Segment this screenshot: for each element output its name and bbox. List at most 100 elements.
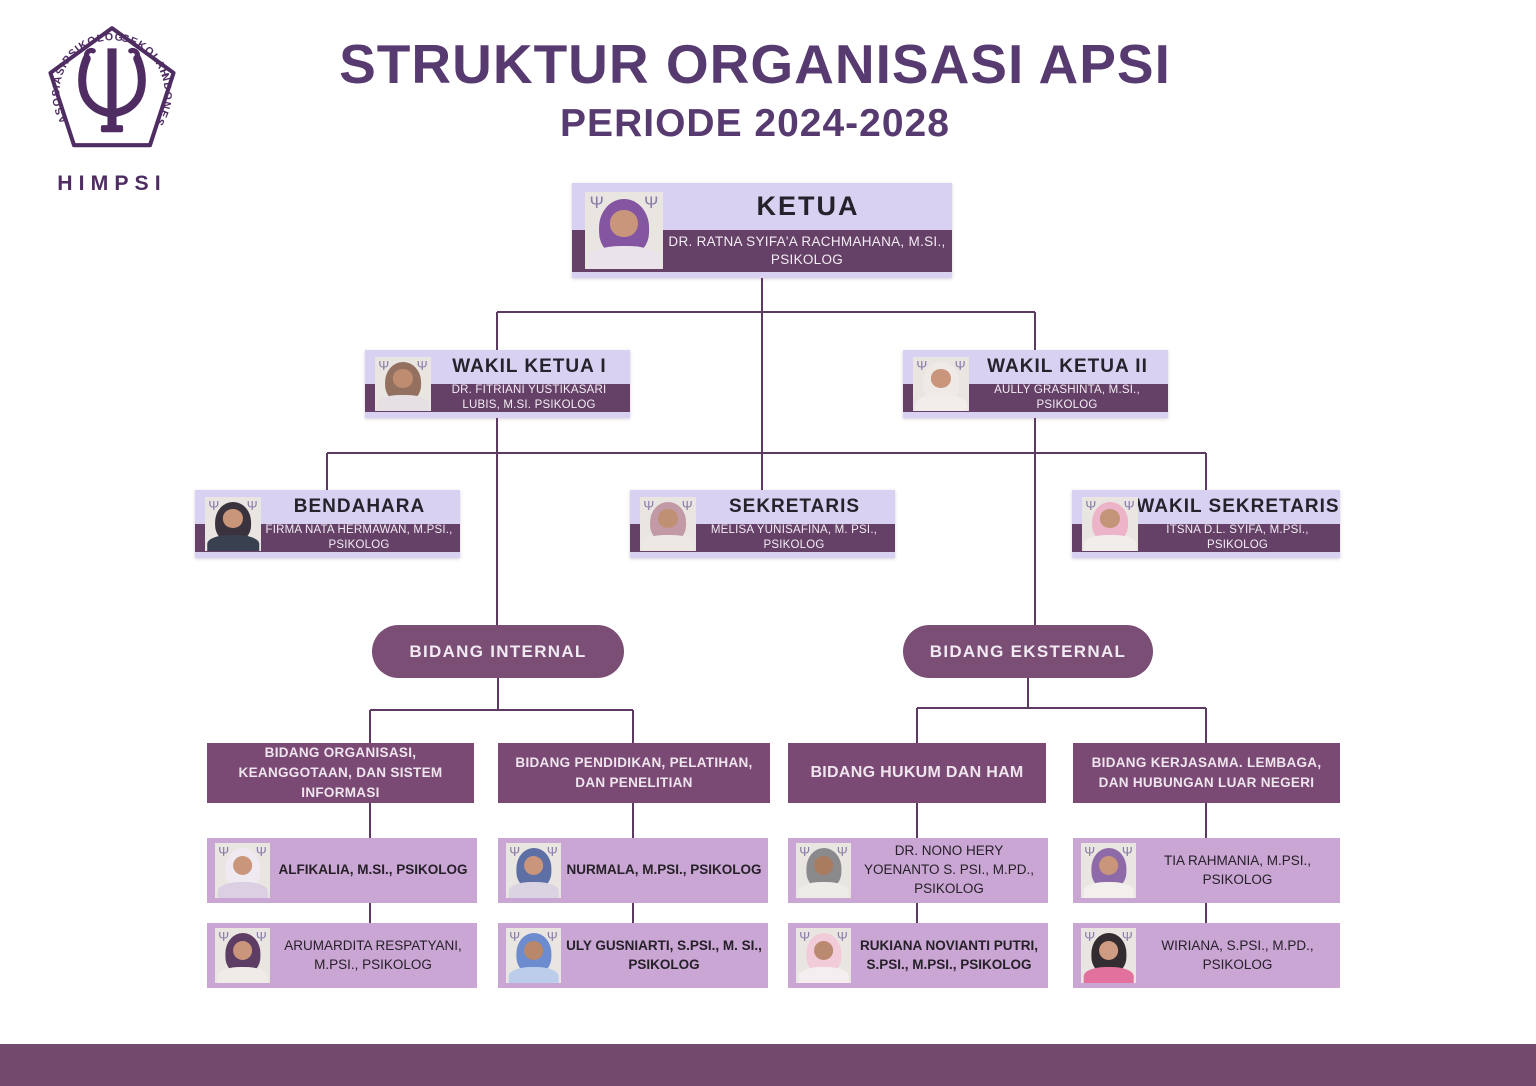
member-photo: Ψ Ψ xyxy=(796,843,851,898)
avatar-body xyxy=(508,966,559,983)
member-name: RUKIANA NOVIANTI PUTRI, S.PSI., M.PSI., … xyxy=(860,937,1038,972)
card-sekretaris: Ψ Ψ SEKRETARIS MELISA YUNISAFINA, M. PSI… xyxy=(630,490,895,558)
avatar-body xyxy=(207,534,259,551)
group-pill-bidang-eksternal: BIDANG EKSTERNAL xyxy=(903,625,1153,678)
card-wakil-ketua-2: Ψ Ψ WAKIL KETUA II AULLY GRASHINTA, M.SI… xyxy=(903,350,1168,418)
avatar-body xyxy=(217,881,268,898)
card-sekretaris-person: MELISA YUNISAFINA, M. PSI., PSIKOLOG xyxy=(710,524,878,551)
avatar-head xyxy=(232,855,253,875)
card-wakil-ketua-1-title: WAKIL KETUA I xyxy=(452,356,607,377)
psi-watermark-icon: Ψ xyxy=(255,928,267,944)
psi-watermark-icon: Ψ xyxy=(1084,928,1096,944)
card-ketua-photo: Ψ Ψ xyxy=(585,192,663,269)
psi-watermark-icon: Ψ xyxy=(836,928,848,944)
card-wakil-ketua-2-photo: Ψ Ψ xyxy=(913,357,969,411)
avatar-head xyxy=(930,369,952,389)
avatar-body xyxy=(1083,881,1134,898)
member-photo: Ψ Ψ xyxy=(215,928,270,983)
division-header-hukum: BIDANG HUKUM DAN HAM xyxy=(788,743,1046,803)
avatar-body xyxy=(798,881,849,898)
member-name: ARUMARDITA RESPATYANI, M.PSI., PSIKOLOG xyxy=(284,937,462,972)
card-wakil-sekretaris-person: ITSNA D.L. SYIFA, M.PSI., PSIKOLOG xyxy=(1166,524,1309,551)
card-ketua-person: DR. RATNA SYIFA'A RACHMAHANA, M.SI., PSI… xyxy=(668,233,946,267)
member-name: DR. NONO HERY YOENANTO S. PSI., M.PD., P… xyxy=(863,843,1035,896)
psi-trident-icon xyxy=(78,47,146,133)
avatar-head xyxy=(813,940,834,960)
member-photo: Ψ Ψ xyxy=(506,928,561,983)
member-name: WIRIANA, S.PSI., M.PD., PSIKOLOG xyxy=(1161,937,1314,972)
psi-watermark-icon: Ψ xyxy=(546,843,558,859)
card-wakil-sekretaris: Ψ Ψ WAKIL SEKRETARIS ITSNA D.L. SYIFA, M… xyxy=(1072,490,1340,558)
psi-watermark-icon: Ψ xyxy=(218,843,230,859)
himpsi-logo: ASOSIASI PSIKOLOG SEKOLAH INDONESIA HIMP… xyxy=(26,12,176,195)
avatar-head xyxy=(523,855,544,875)
avatar-head xyxy=(222,509,244,529)
psi-watermark-icon: Ψ xyxy=(916,357,928,373)
member-card-wiriana: Ψ Ψ WIRIANA, S.PSI., M.PD., PSIKOLOG xyxy=(1073,923,1340,988)
psi-watermark-icon: Ψ xyxy=(681,497,693,513)
member-card-nurmala: Ψ Ψ NURMALA, M.PSI., PSIKOLOG xyxy=(498,838,768,903)
member-name: ULY GUSNIARTI, S.PSI., M. SI., PSIKOLOG xyxy=(566,937,762,972)
member-card-nono: Ψ Ψ DR. NONO HERY YOENANTO S. PSI., M.PD… xyxy=(788,838,1048,903)
avatar-body xyxy=(217,966,268,983)
avatar-body xyxy=(798,966,849,983)
page-subtitle: PERIODE 2024-2028 xyxy=(560,101,950,145)
psi-watermark-icon: Ψ xyxy=(509,928,521,944)
avatar-head xyxy=(392,369,414,389)
member-name: NURMALA, M.PSI., PSIKOLOG xyxy=(566,862,762,878)
avatar-body xyxy=(508,881,559,898)
avatar-head xyxy=(232,940,253,960)
card-wakil-sekretaris-photo: Ψ Ψ xyxy=(1082,497,1138,551)
psi-watermark-icon: Ψ xyxy=(378,357,390,373)
psi-watermark-icon: Ψ xyxy=(509,843,521,859)
psi-watermark-icon: Ψ xyxy=(208,497,220,513)
psi-watermark-icon: Ψ xyxy=(1085,497,1097,513)
avatar-body xyxy=(915,394,967,411)
card-sekretaris-title: SEKRETARIS xyxy=(728,496,861,517)
psi-watermark-icon: Ψ xyxy=(1121,843,1133,859)
svg-text:ASOSIASI: ASOSIASI xyxy=(50,61,70,126)
avatar-head xyxy=(657,509,679,529)
psi-watermark-icon: Ψ xyxy=(1121,928,1133,944)
card-wakil-ketua-1-photo: Ψ Ψ xyxy=(375,357,431,411)
card-bendahara-person: FIRMA NATA HERMAWAN, M.PSI., PSIKOLOG xyxy=(265,524,453,551)
logo-wordmark: HIMPSI xyxy=(57,172,166,195)
avatar-body xyxy=(588,245,660,269)
psi-watermark-icon: Ψ xyxy=(644,193,659,213)
card-ketua: Ψ Ψ KETUA DR. RATNA SYIFA'A RACHMAHANA, … xyxy=(572,183,952,278)
member-name: TIA RAHMANIA, M.PSI., PSIKOLOG xyxy=(1163,852,1312,887)
member-card-uly: Ψ Ψ ULY GUSNIARTI, S.PSI., M. SI., PSIKO… xyxy=(498,923,768,988)
psi-watermark-icon: Ψ xyxy=(799,843,811,859)
member-name: ALFIKALIA, M.SI., PSIKOLOG xyxy=(278,862,468,878)
psi-watermark-icon: Ψ xyxy=(836,843,848,859)
psi-watermark-icon: Ψ xyxy=(255,843,267,859)
card-ketua-title: KETUA xyxy=(756,191,860,221)
card-sekretaris-photo: Ψ Ψ xyxy=(640,497,696,551)
footer-bar xyxy=(0,1044,1536,1086)
member-photo: Ψ Ψ xyxy=(1081,928,1136,983)
member-card-tia: Ψ Ψ TIA RAHMANIA, M.PSI., PSIKOLOG xyxy=(1073,838,1340,903)
card-wakil-ketua-2-person: AULLY GRASHINTA, M.SI., PSIKOLOG xyxy=(994,384,1140,411)
avatar-body xyxy=(1084,534,1136,551)
division-header-organisasi: BIDANG ORGANISASI, KEANGGOTAAN, DAN SIST… xyxy=(207,743,474,803)
psi-watermark-icon: Ψ xyxy=(643,497,655,513)
card-wakil-ketua-2-title: WAKIL KETUA II xyxy=(987,356,1148,377)
avatar-body xyxy=(377,394,429,411)
psi-watermark-icon: Ψ xyxy=(1084,843,1096,859)
member-photo: Ψ Ψ xyxy=(215,843,270,898)
avatar-head xyxy=(1098,855,1119,875)
card-wakil-ketua-1: Ψ Ψ WAKIL KETUA I DR. FITRIANI YUSTIKASA… xyxy=(365,350,630,418)
division-header-kerjasama: BIDANG KERJASAMA. LEMBAGA, DAN HUBUNGAN … xyxy=(1073,743,1340,803)
card-bendahara-title: BENDAHARA xyxy=(293,496,426,517)
avatar-head xyxy=(609,209,639,237)
psi-watermark-icon: Ψ xyxy=(954,357,966,373)
member-photo: Ψ Ψ xyxy=(796,928,851,983)
avatar-body xyxy=(642,534,694,551)
member-card-rukiana: Ψ Ψ RUKIANA NOVIANTI PUTRI, S.PSI., M.PS… xyxy=(788,923,1048,988)
member-card-alfikalia: Ψ Ψ ALFIKALIA, M.SI., PSIKOLOG xyxy=(207,838,477,903)
member-photo: Ψ Ψ xyxy=(1081,843,1136,898)
avatar-head xyxy=(813,855,834,875)
member-card-arumardita: Ψ Ψ ARUMARDITA RESPATYANI, M.PSI., PSIKO… xyxy=(207,923,477,988)
